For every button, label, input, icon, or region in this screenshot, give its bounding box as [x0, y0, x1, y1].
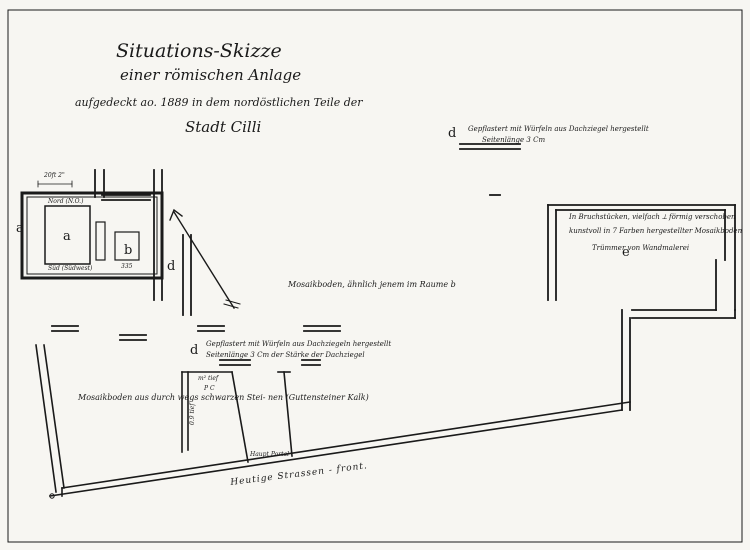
pavement-note-2: Seitenlänge 3 Cm der Stärke der Dachzieg… [206, 351, 365, 359]
pavement-note-1: Gepflastert mit Würfeln aus Dachziegeln … [206, 340, 392, 348]
pc-label: P C [204, 385, 215, 392]
pavement-d-letter: d [190, 343, 199, 358]
corridor-walls [94, 169, 192, 316]
title-line-2: einer römischen Anlage [120, 66, 302, 84]
room-e-note-2: kunstvoll in 7 Farben hergestellter Mosa… [569, 227, 743, 235]
survey-point [49, 493, 55, 499]
north-arrow [169, 208, 241, 309]
depth-label: m² tief [198, 375, 219, 382]
room-e-letter: e [622, 245, 630, 260]
vertical-depth-label: 0.9 tief [189, 403, 196, 425]
north-label: Nord (N.O.) [48, 198, 84, 205]
mosaic-black-note: Mosaikboden aus durch wegs schwarzen Ste… [78, 393, 369, 402]
south-label: Süd (Südwest) [48, 265, 93, 272]
title-line-1: Situations-Skizze [116, 40, 282, 62]
room-b-outline [114, 231, 140, 261]
room-a-label: a [63, 229, 71, 244]
sheet-border [7, 9, 743, 543]
note-d-top-line-2: Seitenlänge 3 Cm [482, 136, 546, 144]
room-number: 335 [121, 263, 133, 270]
corridor-d-label: d [167, 259, 176, 274]
title-line-4: Stadt Cilli [185, 118, 262, 136]
title-line-3: aufgedeckt ao. 1889 in dem nordöstlichen… [75, 96, 363, 109]
outside-a-label: a [16, 221, 24, 236]
room-e-walls [489, 194, 736, 411]
room-a-outline [44, 205, 91, 265]
portal-structure [181, 371, 293, 463]
dimension-label: 20ft 2" [44, 172, 65, 179]
wall-stubs [51, 143, 521, 366]
main-portal-label: Haupt Portal [250, 451, 290, 458]
note-d-top-letter: d [448, 126, 457, 141]
room-e-note-3: Trümmer von Wandmalerei [592, 244, 690, 252]
room-b-label: b [124, 243, 133, 258]
note-d-top-line-1: Gepflastert mit Würfeln aus Dachziegel h… [468, 125, 649, 133]
mosaic-b-note: Mosaikboden, ähnlich jenem im Raume b [288, 280, 456, 289]
outer-walls [35, 344, 631, 497]
room-e-note-1: In Bruchstücken, vielfach ⟂ förmig versc… [569, 213, 736, 221]
